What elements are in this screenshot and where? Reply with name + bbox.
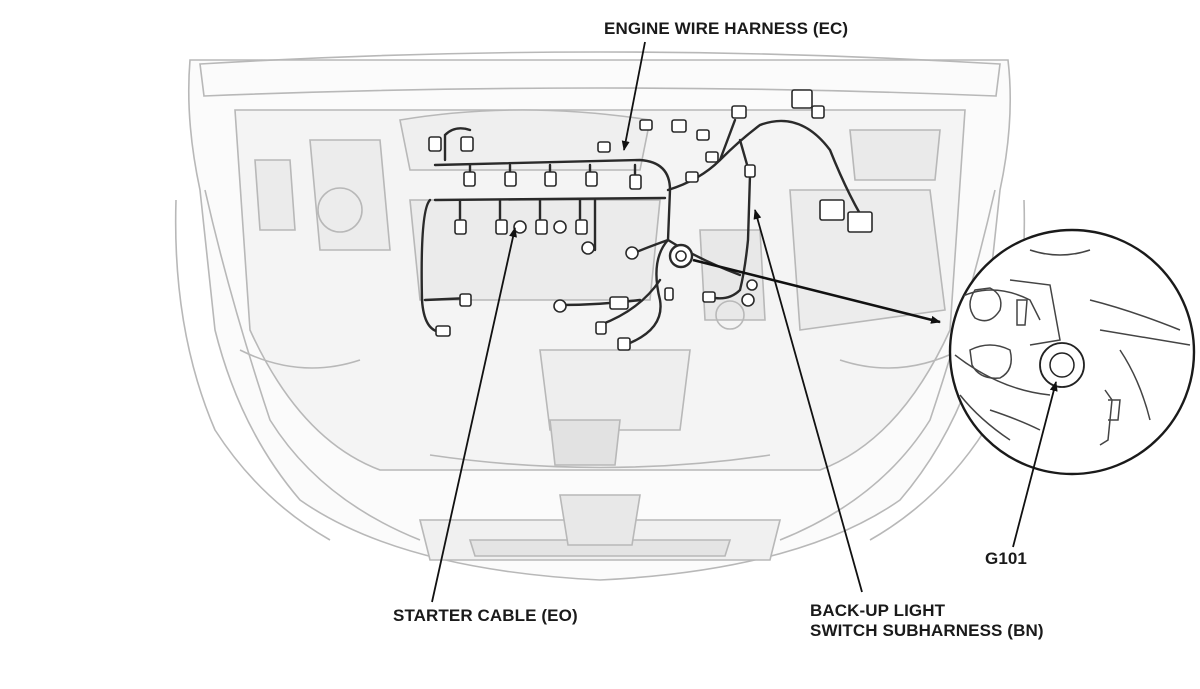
leader-lines: [431, 41, 1058, 603]
engine-harness-leader: [621, 41, 646, 151]
starter-cable-label: STARTER CABLE (EO): [393, 606, 578, 625]
harness-connectors: [428, 89, 873, 351]
ground-terminal-g101: [668, 243, 694, 269]
g101-label: G101: [985, 549, 1027, 568]
backup-light-label-line2: SWITCH SUBHARNESS (BN): [810, 621, 1044, 640]
zoom-callout-arrow: [692, 258, 941, 324]
engine-wire-harness: [420, 118, 872, 347]
engine-wire-harness-label: ENGINE WIRE HARNESS (EC): [604, 19, 849, 38]
ground-leader: [1012, 381, 1058, 548]
zoom-detail-view: [948, 228, 1196, 476]
vehicle-body-outline: [174, 51, 1026, 581]
starter-cable-leader: [431, 227, 517, 603]
backup-harness-leader: [753, 209, 863, 593]
backup-light-label-line1: BACK-UP LIGHT: [810, 601, 946, 620]
